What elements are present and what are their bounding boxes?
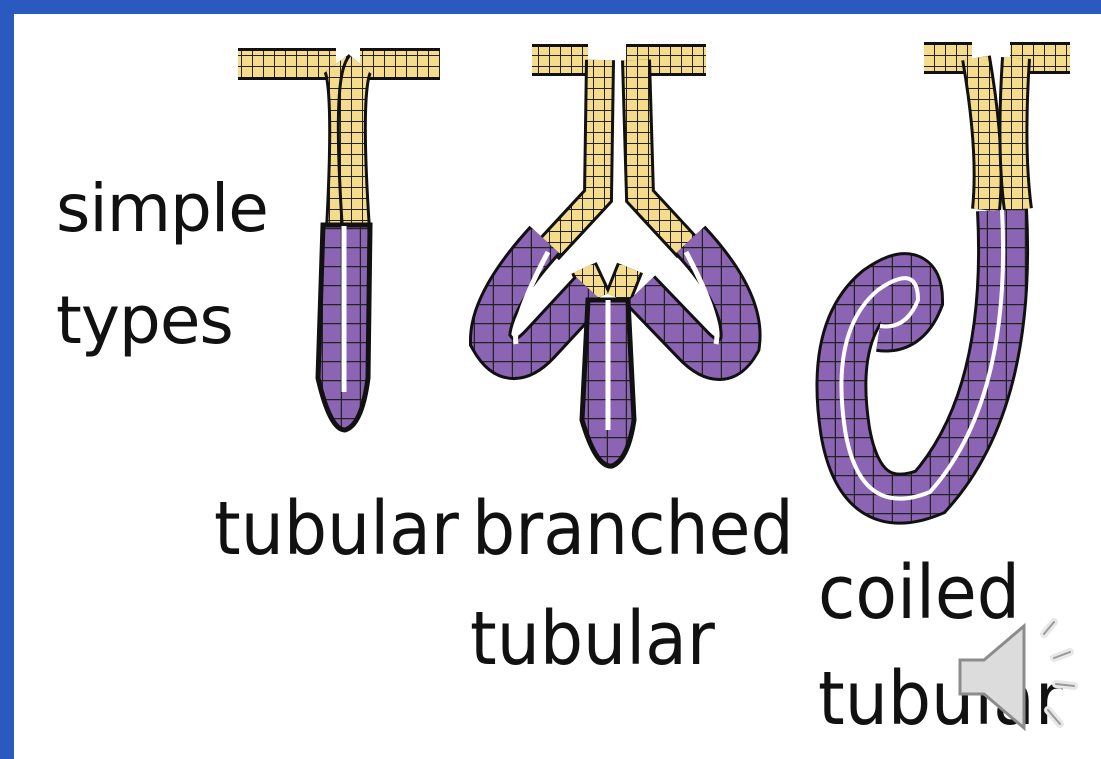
branched-tubular-gland: [490, 60, 741, 466]
label-tubular: tubular: [214, 492, 459, 566]
simple-tubular-gland: [238, 64, 440, 430]
label-branched-line2: tubular: [470, 602, 715, 676]
label-branched-line1: branched: [472, 492, 794, 566]
group-title-line1: simple: [56, 176, 268, 242]
speaker-icon[interactable]: [948, 612, 1088, 742]
coiled-tubular-gland: [841, 58, 1070, 499]
group-title-line2: types: [56, 288, 233, 354]
